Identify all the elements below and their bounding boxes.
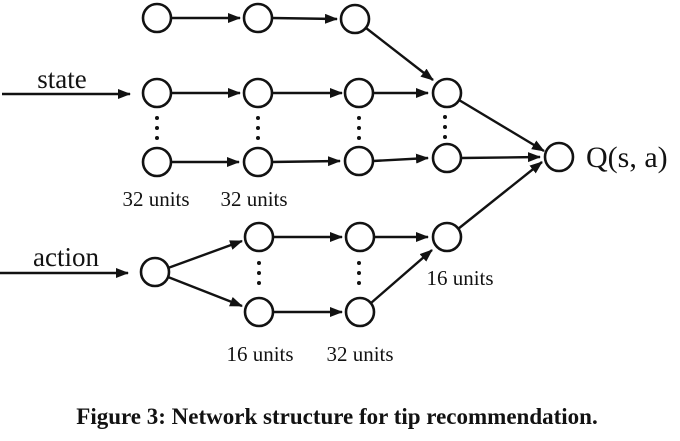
node-state-l3-mid xyxy=(343,77,375,109)
nodes xyxy=(139,2,575,328)
ellipsis-merge xyxy=(443,115,447,139)
state-layer1-units-label: 32 units xyxy=(122,187,189,211)
node-state-l2-top xyxy=(242,2,274,34)
figure-caption: Figure 3: Network structure for tip reco… xyxy=(76,404,597,429)
ellipsis-state-l3 xyxy=(357,116,361,140)
node-merge-top xyxy=(431,77,463,109)
action-label: action xyxy=(33,242,99,272)
node-merge-action xyxy=(431,221,463,253)
arrow-state-l3top-merge-top xyxy=(365,27,434,81)
edges xyxy=(0,13,545,317)
arrow-action-input-l1bot xyxy=(167,275,243,308)
node-action-l1-bot xyxy=(243,296,275,328)
arrow-merge-action-output xyxy=(457,161,543,230)
node-action-l2-bot xyxy=(344,296,376,328)
labels: state action 32 units 32 units 16 units … xyxy=(33,64,668,429)
node-action-l1-top xyxy=(243,221,275,253)
node-state-l2-bot xyxy=(242,146,274,178)
node-state-l3-bot xyxy=(343,145,375,177)
action-layer2-units-label: 32 units xyxy=(326,342,393,366)
state-label: state xyxy=(37,64,86,94)
arrow-merge-top-output xyxy=(458,98,545,153)
ellipsis-state-l2 xyxy=(256,116,260,140)
node-action-l2-top xyxy=(344,221,376,253)
node-state-l1-bot xyxy=(141,146,173,178)
arrow-merge-bot-output xyxy=(460,152,541,163)
node-merge-bot xyxy=(431,142,463,174)
node-action-input xyxy=(139,256,171,288)
node-state-l1-mid xyxy=(141,77,173,109)
node-state-l3-top xyxy=(339,3,371,35)
arrow-state-l2top-l3top xyxy=(271,13,338,24)
arrow-action-input-l1top xyxy=(167,239,243,270)
node-output xyxy=(543,141,575,173)
arrow-state-l3bot-merge-bot xyxy=(372,153,429,164)
ellipsis-state-l1 xyxy=(155,116,159,140)
state-layer2-units-label: 32 units xyxy=(220,187,287,211)
arrow-action-l2bot-merge xyxy=(370,249,433,304)
output-label: Q(s, a) xyxy=(586,141,668,174)
merge-layer-units-label: 16 units xyxy=(426,266,493,290)
node-state-l2-mid xyxy=(242,77,274,109)
action-layer1-units-label: 16 units xyxy=(226,342,293,366)
node-state-l1-top xyxy=(141,2,173,34)
ellipsis-action-l1 xyxy=(257,261,261,285)
arrow-state-l2bot-l3bot xyxy=(270,156,341,167)
ellipsis-action-l2 xyxy=(357,261,361,285)
